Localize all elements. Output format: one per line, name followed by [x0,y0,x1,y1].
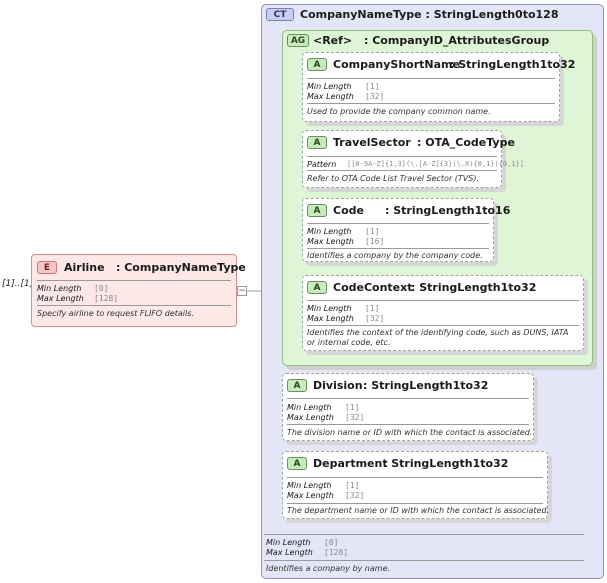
facet-value: [0] [324,538,339,547]
attribute-name: Division [313,379,363,392]
facet-value: [32] [365,92,385,101]
facet-label: Min Length [37,284,82,293]
facet-value: [1] [365,304,380,313]
attribute-doc: Refer to OTA Code List Travel Sector (TV… [307,174,480,183]
facet-label: Max Length [307,92,354,101]
element-type: : CompanyNameType [116,261,246,274]
facet-value: [[0-9A-Z]{1,3}(\.[A-Z]{3}(\.X){0,1}){0,1… [347,160,525,168]
attribute-travelsector[interactable]: A TravelSector : OTA_CodeType Pattern [[… [302,130,524,188]
complex-type-badge: CT [266,8,294,21]
facet-label: Min Length [266,538,311,547]
facet-label: Max Length [307,237,354,246]
attribute-badge: A [307,281,327,294]
facet-value: [1] [365,82,380,91]
attribute-doc: Identifies a company by the company code… [307,251,483,260]
facet-label: Min Length [287,403,332,412]
facet-label: Min Length [287,481,332,490]
facet-value: [16] [365,237,385,246]
element-doc: Specify airline to request FLIFO details… [37,309,194,318]
facet-value: [1] [365,227,380,236]
attribute-badge: A [287,379,307,392]
attribute-type: : StringLength1to16 [385,204,511,217]
facet-value: [128] [324,548,349,557]
attribute-badge: A [307,136,327,149]
attribute-codecontext[interactable]: A CodeContext : StringLength1to32 Min Le… [302,275,584,351]
facet-label: Max Length [307,314,354,323]
attribute-type: : StringLength1to32 [363,379,489,392]
occurrence-label: [1]..[1] [2,279,34,289]
attribute-doc: The division name or ID with which the c… [287,428,533,437]
facet-value: [1] [345,481,360,490]
attribute-name: Code [333,204,364,217]
facet-value: [32] [345,491,365,500]
facet-label: Min Length [307,82,352,91]
attribute-group-badge: AG [287,34,309,47]
collapse-toggle[interactable]: − [237,286,247,296]
attribute-name: CompanyShortName [333,58,460,71]
facet-value: [32] [365,314,385,323]
attribute-badge: A [287,457,307,470]
attribute-doc: Used to provide the company common name. [307,107,491,116]
attribute-companyshortname[interactable]: A CompanyShortName : StringLength1to32 M… [302,52,575,122]
facet-label: Min Length [307,227,352,236]
attribute-name: TravelSector [333,136,411,149]
facet-label: Min Length [307,304,352,313]
facet-value: [128] [94,294,119,303]
facet-value: [0] [94,284,109,293]
attribute-badge: A [307,204,327,217]
attribute-group-type: : CompanyID_AttributesGroup [364,34,550,47]
attribute-name: CodeContext [333,281,413,294]
facet-value: [1] [345,403,360,412]
element-name: Airline [64,261,105,274]
attribute-type: : OTA_CodeType [417,136,515,149]
facet-label: Max Length [287,491,334,500]
attribute-department[interactable]: A Department : StringLength1to32 Min Len… [282,451,550,519]
attribute-code[interactable]: A Code : StringLength1to16 Min Length [1… [302,198,510,262]
attribute-division[interactable]: A Division : StringLength1to32 Min Lengt… [282,373,534,441]
element-badge: E [37,261,57,274]
element-airline[interactable]: E Airline : CompanyNameType Min Length [… [31,254,246,327]
attribute-badge: A [307,58,327,71]
attribute-type: : StringLength1to32 [383,457,509,470]
attribute-doc: Identifies the context of the identifyin… [307,328,569,347]
attribute-doc: The department name or ID with which the… [287,506,550,515]
facet-label: Pattern [307,160,337,169]
facet-label: Max Length [37,294,84,303]
attribute-type: : StringLength1to32 [450,58,576,71]
facet-label: Max Length [287,413,334,422]
attribute-name: Department [313,457,388,470]
complex-type-name: CompanyNameType : StringLength0to128 [300,8,559,21]
facet-value: [32] [345,413,365,422]
complex-type-doc: Identifies a company by name. [266,564,391,573]
attribute-type: : StringLength1to32 [411,281,537,294]
attribute-group-ref: <Ref> [313,34,353,47]
facet-label: Max Length [266,548,313,557]
